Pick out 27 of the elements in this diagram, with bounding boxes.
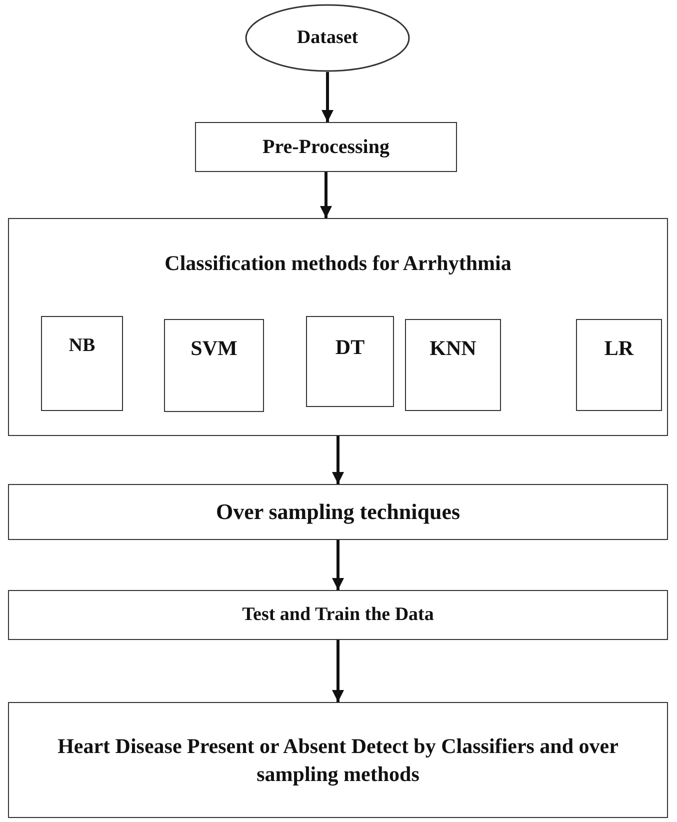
process-box xyxy=(8,702,668,818)
process-box xyxy=(8,590,668,640)
arrow xyxy=(332,436,344,484)
process-box xyxy=(195,122,457,172)
arrow xyxy=(322,72,334,122)
node-label: KNN xyxy=(428,335,478,362)
node-label: Test and Train the Data xyxy=(241,603,435,628)
arrow xyxy=(320,172,332,218)
process-box xyxy=(306,316,394,407)
process-box xyxy=(576,319,662,411)
node-label: NB xyxy=(68,334,96,358)
node-label: LR xyxy=(603,335,635,362)
process-box xyxy=(164,319,264,412)
node-label: Classification methods for Arrhythmia xyxy=(164,250,512,277)
node-label: Dataset xyxy=(296,26,360,50)
node-label: SVM xyxy=(190,335,238,362)
node-label: DT xyxy=(334,334,366,361)
process-box xyxy=(405,319,501,411)
arrow xyxy=(332,540,344,590)
process-box xyxy=(8,484,668,540)
arrow xyxy=(332,640,344,702)
node-label: Pre-Processing xyxy=(261,134,390,160)
node-label: Heart Disease Present or Absent Detect by Classifiers and over sampling methods xyxy=(56,732,620,788)
start-ellipse xyxy=(245,4,410,72)
process-box xyxy=(8,218,668,436)
process-box xyxy=(41,316,123,411)
node-label: Over sampling techniques xyxy=(214,498,462,526)
